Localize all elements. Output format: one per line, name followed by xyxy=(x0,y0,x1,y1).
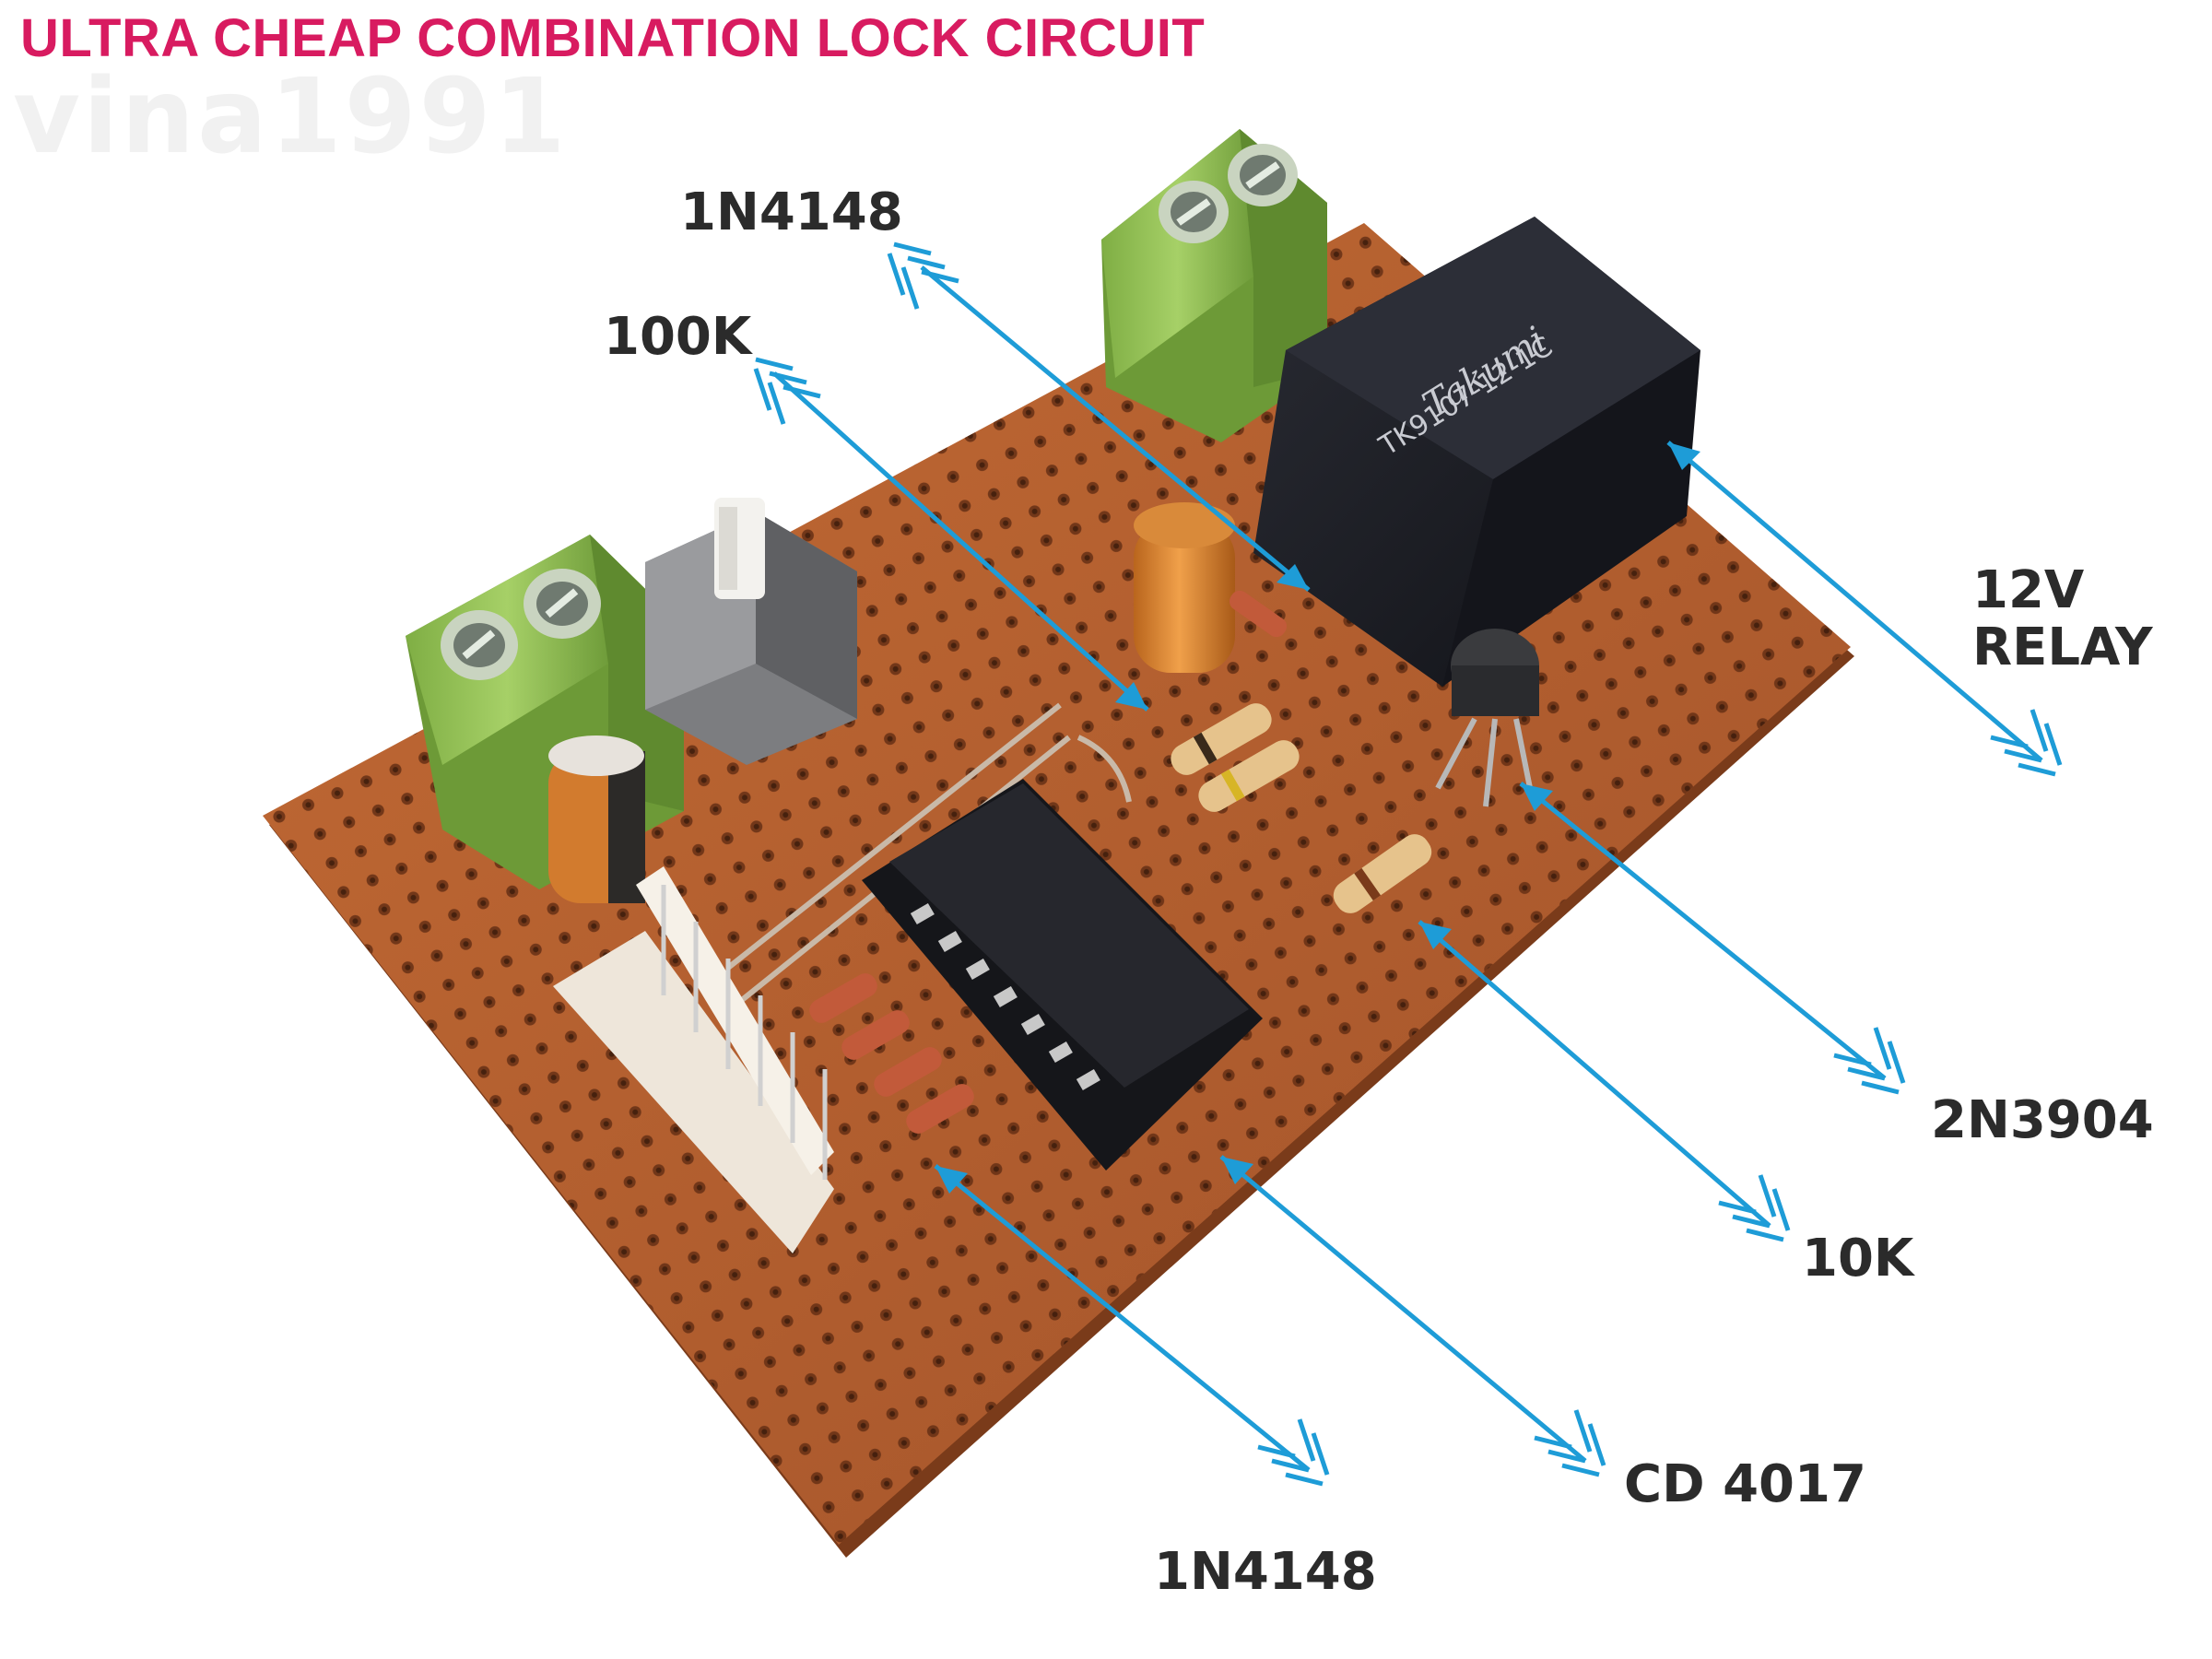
arrow-icon-10k xyxy=(1418,920,1791,1242)
label-cd4017: CD 4017 xyxy=(1624,1454,1866,1514)
label-relay-line2: RELAY xyxy=(1972,617,2153,677)
capacitor-left xyxy=(548,735,645,903)
diodes xyxy=(809,590,1288,1134)
label-diode-top: 1N4148 xyxy=(680,182,903,242)
arrow-icon-cd4017 xyxy=(1219,1155,1606,1477)
relay-component: Takumi TK9107-12-1C xyxy=(1253,217,1700,687)
screw-terminal-top xyxy=(1101,129,1327,442)
push-button xyxy=(645,498,857,765)
arrow-icon-100k xyxy=(753,357,1149,712)
pin-header xyxy=(553,866,834,1253)
label-10k: 10K xyxy=(1802,1229,1914,1288)
page-title: ULTRA CHEAP COMBINATION LOCK CIRCUIT xyxy=(20,8,1206,68)
capacitor-orange xyxy=(1134,502,1235,673)
resistor-10k xyxy=(1333,834,1432,913)
label-2n3904: 2N3904 xyxy=(1931,1090,2154,1150)
transistor xyxy=(1435,629,1539,807)
ic-chip xyxy=(862,779,1263,1171)
label-100k: 100K xyxy=(604,307,752,367)
resistor-pair xyxy=(1171,703,1300,812)
arrow-icon-relay xyxy=(1666,441,2063,777)
watermark: vina1991 xyxy=(13,57,569,177)
arrow-icon-2n3904 xyxy=(1519,782,1906,1095)
label-relay: 12V RELAY xyxy=(1972,562,2153,676)
label-relay-line1: 12V xyxy=(1972,560,2085,620)
arrow-icon-diode-bottom xyxy=(934,1164,1330,1487)
arrow-icon-diode-top xyxy=(887,241,1311,592)
label-diode-bottom: 1N4148 xyxy=(1154,1542,1377,1602)
